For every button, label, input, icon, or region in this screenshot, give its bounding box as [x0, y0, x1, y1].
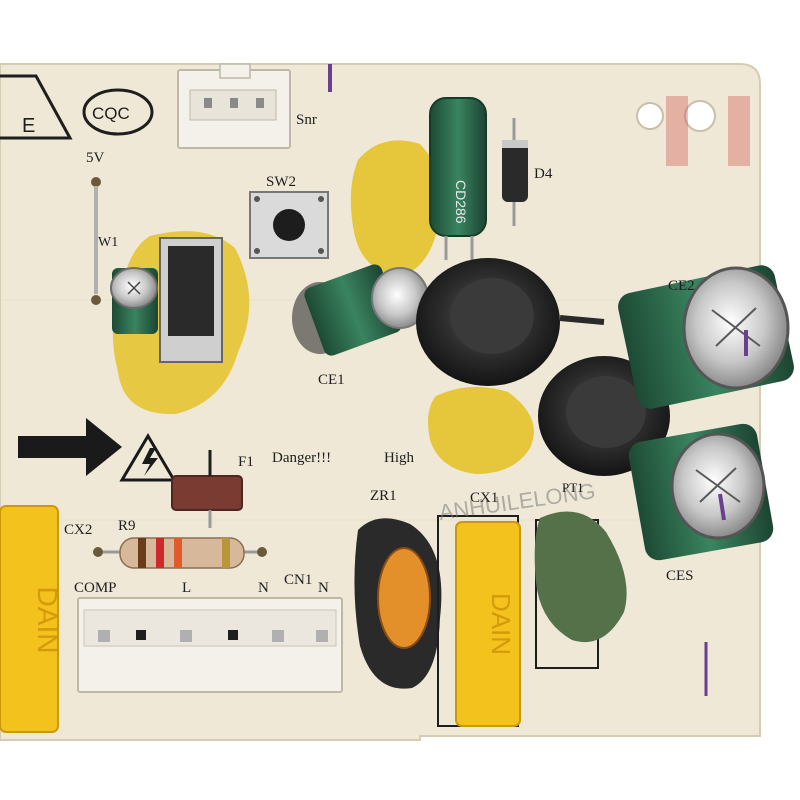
x-capacitor: [455, 521, 521, 727]
thermistor-pt1: [534, 511, 627, 643]
arrow-right-icon: [18, 418, 122, 476]
fuse-f1: [171, 475, 243, 511]
label-zr1: ZR1: [370, 488, 397, 504]
x-capacitor: [0, 505, 59, 733]
label-d4: D4: [534, 166, 553, 182]
label-w1: W1: [98, 235, 118, 250]
x-cap-marking: DAIN: [486, 593, 516, 655]
mount-hole: [684, 100, 716, 132]
label-5v: 5V: [86, 150, 105, 166]
label-snr: Snr: [296, 112, 317, 128]
label-cn1: CN1: [284, 572, 312, 588]
label-ce1: CE1: [318, 372, 345, 388]
mount-hole: [636, 102, 664, 130]
diode-d4: [502, 140, 528, 202]
glue-blob: [428, 386, 534, 474]
label-cx1: CX1: [470, 490, 498, 506]
label-pt1: PT1: [562, 480, 584, 495]
label-cx2: CX2: [64, 522, 92, 538]
cqc-logo: [82, 88, 154, 136]
label-ces: CES: [666, 568, 694, 584]
label-n2: N: [318, 580, 329, 596]
label-comp: COMP: [74, 580, 117, 596]
label-high: High: [384, 450, 415, 466]
glue-blob: [350, 140, 443, 276]
cap-cd286: [429, 97, 487, 237]
label-ce2: CE2: [668, 278, 695, 294]
high-voltage-warning-icon: [119, 433, 177, 482]
ce-triangle: [0, 74, 73, 140]
label-l: L: [182, 580, 191, 596]
label-danger: Danger!!!: [272, 450, 331, 466]
cqc-text: CQC: [92, 104, 130, 123]
label-r9: R9: [118, 518, 136, 534]
cap-marking: CD286: [453, 180, 469, 224]
ce-mark-text: E: [22, 115, 35, 137]
label-f1: F1: [238, 454, 254, 470]
x-cap-marking: DAIN: [32, 587, 63, 654]
label-n: N: [258, 580, 269, 596]
label-sw2: SW2: [266, 174, 296, 190]
